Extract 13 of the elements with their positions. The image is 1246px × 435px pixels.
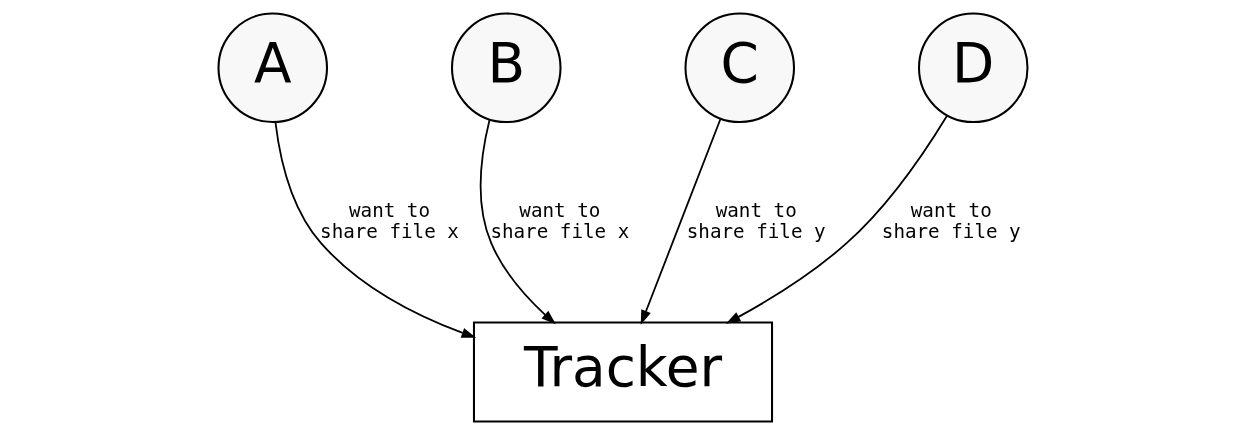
node-circle: C [684,12,796,124]
edge-label: want to share file y [686,199,826,243]
node-circle: D [917,12,1029,124]
node-box: Tracker [472,321,774,423]
arrow [479,118,556,325]
edge-label: want to share file x [320,199,459,243]
arrow [274,121,477,338]
node-circle: A [217,12,329,124]
node-circle: B [450,12,562,124]
edge-label: want to share file x [490,199,630,243]
arrow [725,114,949,324]
arrow [640,118,722,325]
edge-label: want to share file y [881,199,1021,243]
